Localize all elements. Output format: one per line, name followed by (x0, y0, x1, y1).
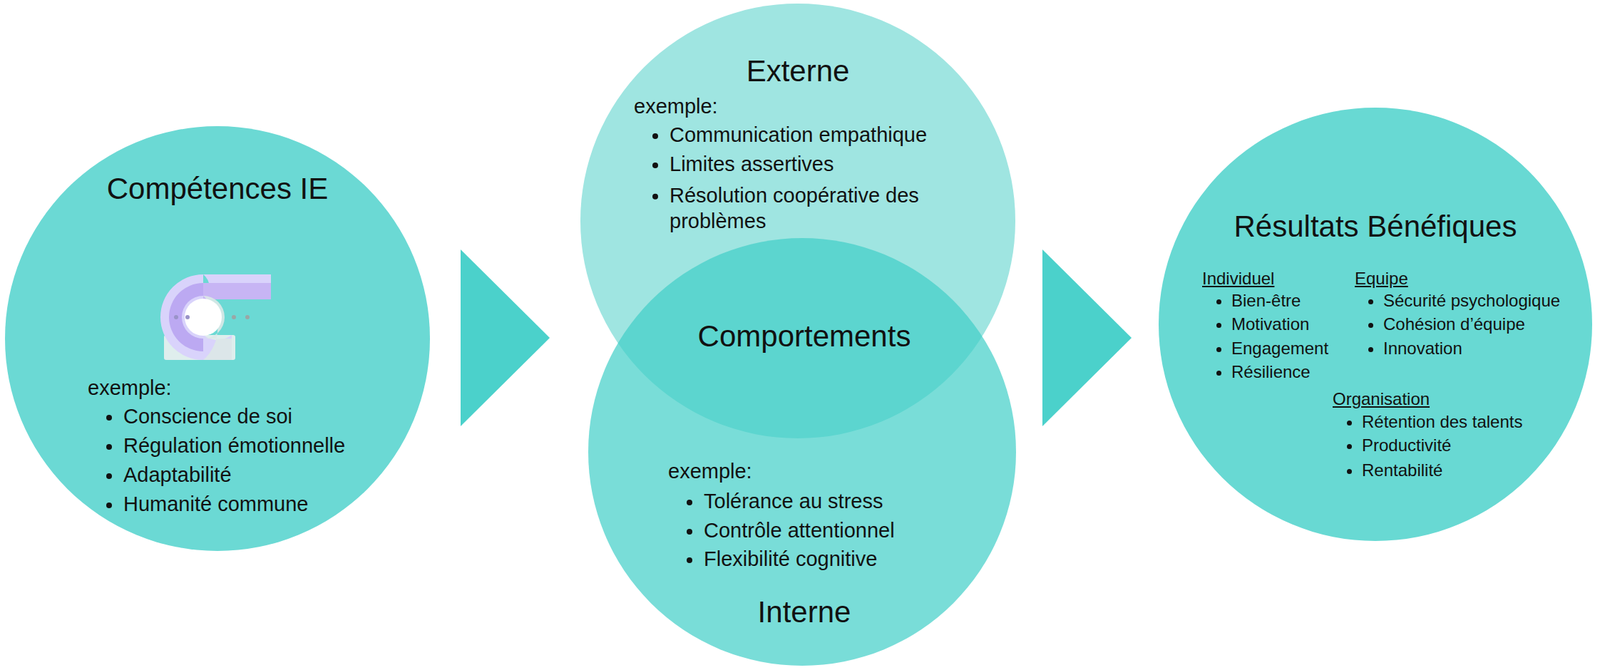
bullet-item: Innovation (1383, 337, 1463, 360)
group-heading: Individuel (1202, 268, 1275, 290)
bullet-item: Régulation émotionnelle (123, 432, 346, 459)
circle-fill (588, 238, 1017, 666)
bullet-item: Bien-être (1231, 290, 1301, 312)
example-label: exemple: (633, 93, 719, 120)
circle-title: Externe (746, 52, 850, 91)
bullet-item: Rétention des talents (1361, 411, 1523, 433)
icon-dot (245, 315, 250, 320)
circle-title: Interne (757, 593, 852, 632)
bullet-item: Sécurité psychologique (1383, 290, 1561, 312)
bullet-item: Rentabilité (1361, 459, 1443, 482)
example-label: exemple: (87, 375, 172, 401)
arrow-triangle (1042, 249, 1132, 427)
bullet-item: Conscience de soi (123, 403, 293, 430)
circle-title: Résultats Bénéfiques (1234, 208, 1518, 246)
bullet-item: Résilience (1231, 361, 1311, 383)
bullet-item: Résolution coopérative des problèmes (669, 182, 955, 235)
circle-node: Résultats BénéfiquesIndividuelBien-êtreM… (1158, 107, 1593, 542)
overlap-label: Comportements (698, 319, 912, 354)
arrow-triangle (460, 249, 550, 427)
bullet-item: Limites assertives (669, 151, 834, 177)
circle-fill (4, 126, 430, 552)
circle-title: Compétences IE (106, 170, 329, 209)
bullet-item: Adaptabilité (123, 462, 232, 488)
icon-band-inner (203, 283, 271, 300)
bullet-item: Contrôle attentionnel (703, 517, 895, 544)
bullet-item: Motivation (1231, 313, 1310, 336)
bullet-item: Cohésion d’équipe (1383, 313, 1526, 336)
bullet-item: Flexibilité cognitive (703, 546, 878, 572)
bullet-item: Humanité commune (123, 491, 309, 517)
icon-band (203, 274, 271, 300)
bullet-item: Tolérance au stress (703, 488, 883, 515)
example-label: exemple: (668, 458, 753, 485)
group-heading: Organisation (1332, 388, 1430, 410)
icon-center (184, 298, 222, 336)
icon-dot (185, 315, 190, 320)
ie-illustration (160, 267, 275, 364)
group-heading: Equipe (1354, 268, 1409, 290)
circle-fill (1158, 107, 1593, 542)
bullet-item: Productivité (1361, 434, 1451, 457)
bullet-item: Communication empathique (669, 121, 927, 148)
bullet-item: Engagement (1231, 337, 1329, 360)
circle-node: Interne exemple: Tolérance au stressContrô… (588, 238, 1017, 666)
icon-dot (231, 315, 237, 320)
icon-dot (173, 315, 179, 320)
